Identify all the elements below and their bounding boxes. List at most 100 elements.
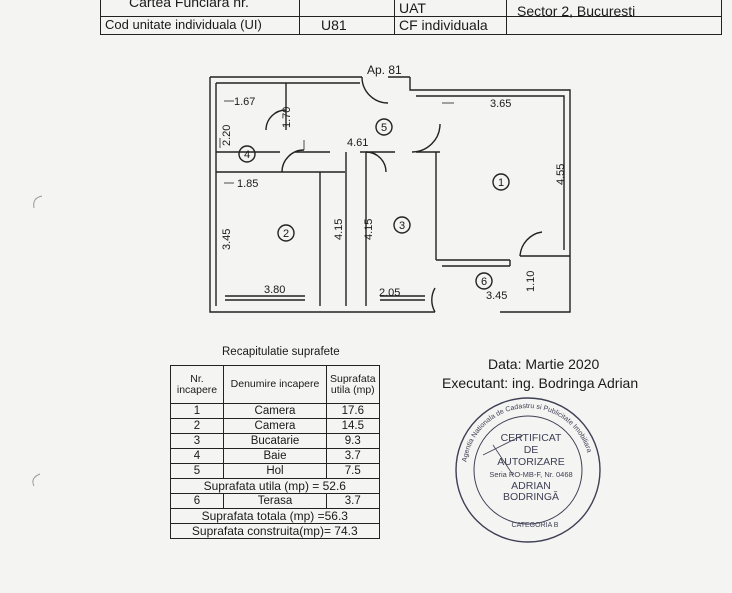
cell-name: Baie bbox=[223, 448, 327, 464]
signature-mark bbox=[482, 434, 524, 476]
header-name: Denumire incapere bbox=[223, 365, 327, 404]
dim-label: 4.15 bbox=[333, 219, 345, 240]
cell-area: 3.7 bbox=[326, 448, 380, 464]
door-arc bbox=[431, 287, 436, 313]
total-row: Suprafata totala (mp) =56.3 bbox=[170, 508, 380, 524]
dim-label: 3.80 bbox=[264, 284, 285, 296]
door-arc bbox=[361, 76, 389, 104]
room-marker bbox=[238, 145, 256, 163]
outer-wall bbox=[210, 76, 571, 313]
door-arc bbox=[519, 231, 543, 257]
terrace-row: 6 Terasa 3.7 bbox=[170, 493, 380, 509]
useful-total: Suprafata utila (mp) = 52.6 bbox=[170, 478, 380, 494]
room-marker bbox=[375, 118, 393, 136]
scan-mark bbox=[33, 195, 43, 209]
cell-area: 9.3 bbox=[326, 433, 380, 449]
cell-nr: 2 bbox=[170, 418, 224, 434]
cell-nr: 3 bbox=[170, 433, 224, 449]
table-row: 3 Bucatarie 9.3 bbox=[170, 433, 380, 449]
room-marker bbox=[393, 216, 411, 234]
stamp-line: AUTORIZARE bbox=[497, 456, 564, 468]
stamp-line: DE bbox=[524, 444, 539, 456]
uat-label: UAT bbox=[399, 0, 426, 16]
dim-label: 1.70 bbox=[281, 107, 293, 128]
window bbox=[225, 295, 425, 301]
cell-name: Terasa bbox=[223, 493, 327, 509]
date-label: Data: Martie 2020 bbox=[488, 356, 600, 372]
useful-total-row: Suprafata utila (mp) = 52.6 bbox=[170, 478, 380, 494]
total-area: Suprafata totala (mp) =56.3 bbox=[170, 508, 380, 524]
cell-nr: 4 bbox=[170, 448, 224, 464]
scan-mark bbox=[32, 473, 41, 487]
header-divider bbox=[101, 16, 721, 17]
stamp-line: ADRIAN bbox=[511, 480, 551, 492]
header-nr: Nr. incapere bbox=[170, 365, 224, 404]
stamp-category: CATEGORIA B bbox=[512, 522, 559, 529]
cadastral-header-table: Cartea Funciara nr. UAT Sector 2, Bucure… bbox=[100, 0, 722, 35]
table-row: 5 Hol 7.5 bbox=[170, 463, 380, 479]
cell-nr: 1 bbox=[170, 403, 224, 419]
room-marker bbox=[475, 272, 493, 290]
cell-name: Camera bbox=[223, 418, 327, 434]
cell-name: Bucatarie bbox=[223, 433, 327, 449]
room-number: 4 bbox=[244, 149, 250, 161]
dim-label: 3.45 bbox=[486, 290, 507, 302]
cell-area: 3.7 bbox=[326, 493, 380, 509]
dim-label: 4.61 bbox=[347, 137, 368, 149]
dim-label: 3.65 bbox=[490, 98, 511, 110]
partition-wall bbox=[216, 152, 437, 306]
cell-area: 7.5 bbox=[326, 463, 380, 479]
ui-code-value: U81 bbox=[321, 17, 347, 33]
cell-area: 14.5 bbox=[326, 418, 380, 434]
dim-label: 4.15 bbox=[363, 219, 375, 240]
cell-nr: 5 bbox=[170, 463, 224, 479]
built-row: Suprafata construita(mp)= 74.3 bbox=[170, 523, 380, 539]
area-summary-table: Nr. incapere Denumire incapere Suprafata… bbox=[170, 365, 380, 539]
cell-name: Camera bbox=[223, 403, 327, 419]
room-number: 3 bbox=[399, 220, 405, 232]
uat-value: Sector 2, Bucuresti bbox=[517, 3, 636, 19]
cell-area: 17.6 bbox=[326, 403, 380, 419]
dim-label: 4.55 bbox=[555, 164, 567, 185]
stamp-line: CERTIFICAT bbox=[501, 432, 562, 444]
authorization-stamp: Agentia Nationala de Cadastru si Publici… bbox=[455, 397, 601, 543]
outer-wall-left bbox=[209, 77, 435, 313]
built-area: Suprafata construita(mp)= 74.3 bbox=[170, 523, 380, 539]
cf-label: Cartea Funciara nr. bbox=[129, 0, 249, 10]
stamp-line: BODRINGĂ bbox=[503, 490, 559, 503]
apartment-label: Ap. 81 bbox=[367, 63, 402, 77]
floor-plan: Ap. 81 1.67 1.70 2.20 4.61 3.65 1.85 3.4… bbox=[209, 63, 571, 313]
dim-label: 1.67 bbox=[234, 96, 255, 108]
door-arc bbox=[265, 109, 287, 131]
door-arc bbox=[411, 123, 441, 153]
room-marker bbox=[277, 224, 295, 242]
door-arc bbox=[281, 149, 305, 173]
room-marker bbox=[492, 173, 510, 191]
header-col-divider bbox=[299, 0, 300, 34]
room-number: 1 bbox=[498, 177, 504, 189]
room-number: 5 bbox=[381, 122, 387, 134]
terrace-wall bbox=[436, 259, 511, 267]
cf-individual-label: CF individuala bbox=[399, 17, 488, 33]
cell-name: Hol bbox=[223, 463, 327, 479]
table-row: 1 Camera 17.6 bbox=[170, 403, 380, 419]
table-header-row: Nr. incapere Denumire incapere Suprafata… bbox=[170, 365, 380, 404]
dim-label: 1.10 bbox=[525, 271, 537, 292]
executant-label: Executant: ing. Bodringa Adrian bbox=[442, 375, 639, 391]
header-area: Suprafata utila (mp) bbox=[326, 365, 380, 404]
table-row: 2 Camera 14.5 bbox=[170, 418, 380, 434]
inner-wall bbox=[215, 82, 565, 306]
room-number: 2 bbox=[283, 228, 289, 240]
table-row: 4 Baie 3.7 bbox=[170, 448, 380, 464]
ui-code-label: Cod unitate individuala (UI) bbox=[105, 17, 262, 32]
room-number: 6 bbox=[481, 276, 487, 288]
dim-label: 3.45 bbox=[221, 229, 233, 250]
door-arc bbox=[365, 151, 387, 173]
stamp-line: Seria RO-MB-F, Nr. 0468 bbox=[489, 470, 572, 479]
dim-label: 2.20 bbox=[221, 125, 233, 146]
summary-title: Recapitulatie suprafete bbox=[222, 346, 340, 358]
dim-label: 2.05 bbox=[379, 287, 400, 299]
dim-label: 1.85 bbox=[237, 178, 258, 190]
cell-nr: 6 bbox=[170, 493, 224, 509]
header-col-divider bbox=[394, 0, 395, 34]
